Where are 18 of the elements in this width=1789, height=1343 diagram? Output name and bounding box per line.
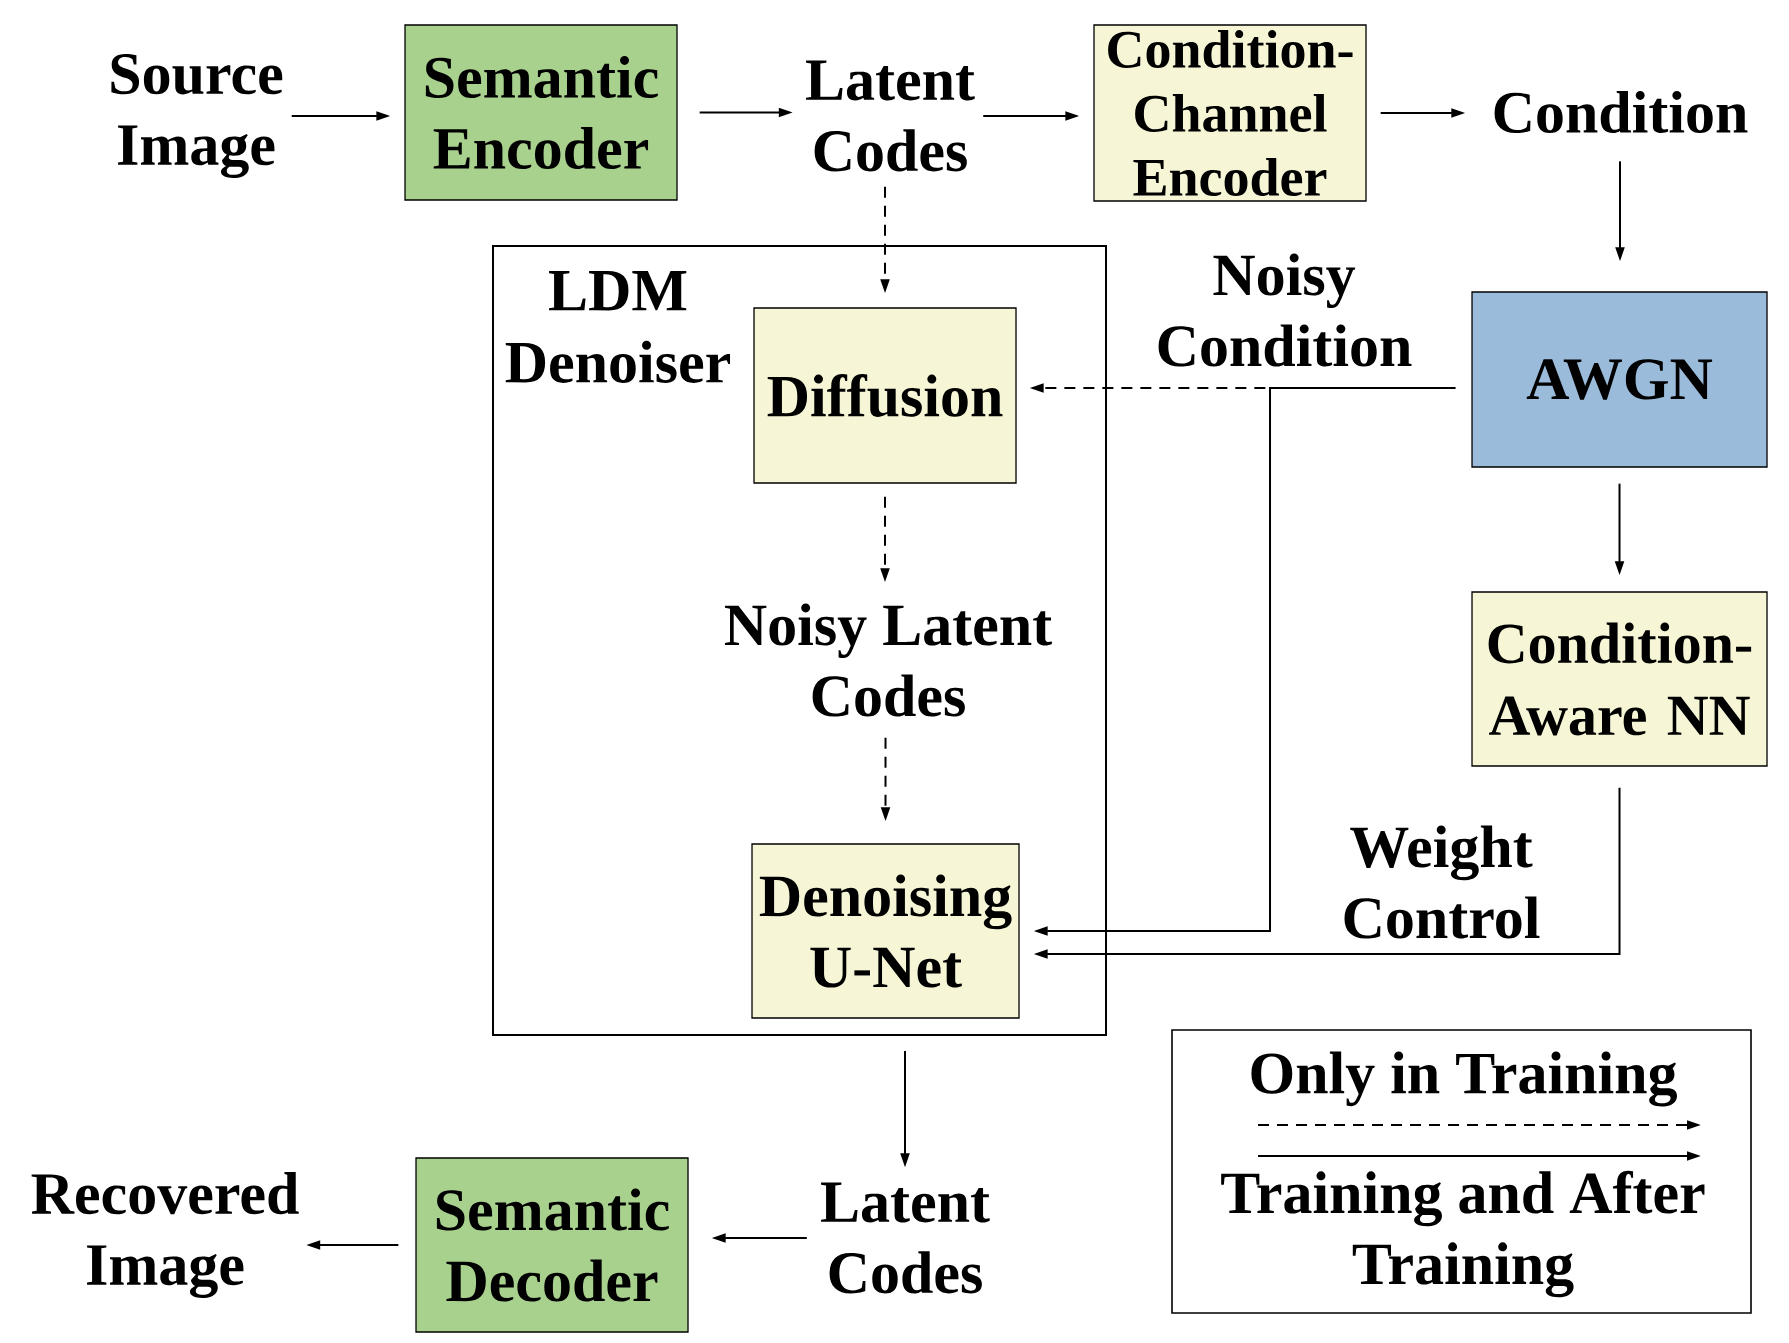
process-box: Diffusion bbox=[753, 307, 1017, 484]
process-box: Denoising U-Net bbox=[751, 843, 1020, 1019]
process-box: AWGN bbox=[1471, 291, 1768, 468]
text-label: Noisy Latent Codes bbox=[725, 603, 1052, 717]
text-label: Source Image bbox=[111, 54, 283, 178]
text-label: Latent Codes bbox=[806, 60, 975, 172]
process-box: Condition-Aware NN bbox=[1471, 591, 1768, 767]
text-label: Recovered Image bbox=[31, 1172, 299, 1298]
text-label: Latent Codes bbox=[821, 1182, 990, 1294]
container-heading: LDM Denoiser bbox=[505, 271, 730, 383]
legend-text: Only in Training bbox=[1251, 1051, 1677, 1107]
process-box: Condition-Channel Encoder bbox=[1093, 24, 1367, 202]
process-box: Semantic Encoder bbox=[404, 24, 678, 201]
legend-text: Training and After Training bbox=[1221, 1170, 1705, 1298]
text-label: Condition bbox=[1494, 90, 1748, 134]
edge-label: Noisy Condition bbox=[1158, 253, 1412, 367]
process-box: Semantic Decoder bbox=[415, 1157, 689, 1333]
edge-label: Weight Control bbox=[1344, 825, 1540, 939]
